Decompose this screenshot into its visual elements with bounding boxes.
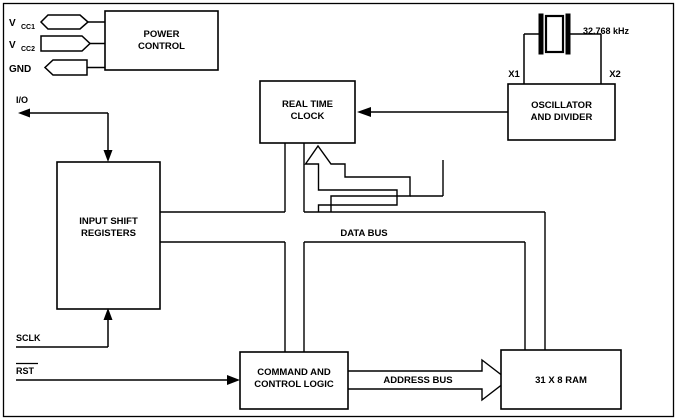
block-oscillator-and-divider xyxy=(507,83,616,141)
block-command-logic-label-1: COMMAND AND xyxy=(257,367,331,378)
pin-label-vcc2: V CC2 xyxy=(9,40,35,53)
block-rtc-label-2: CLOCK xyxy=(291,111,325,122)
pin-shape-vcc1 xyxy=(39,14,90,30)
block-input-shift-label-2: REGISTERS xyxy=(81,228,136,239)
svg-text:GND: GND xyxy=(9,64,31,75)
crystal-body xyxy=(544,14,565,54)
arrowhead-rst-in xyxy=(227,375,240,385)
pin-shape-vcc2 xyxy=(40,35,92,52)
block-power-control-label-2: CONTROL xyxy=(138,41,185,52)
block-ram-label: 31 X 8 RAM xyxy=(535,375,587,386)
arrowhead-sclk-in xyxy=(103,308,113,320)
block-oscillator-label-2: AND DIVIDER xyxy=(531,112,593,123)
block-power-control-label-1: POWER xyxy=(144,29,180,40)
svg-text:V: V xyxy=(9,18,16,29)
block-input-shift-label-1: INPUT SHIFT xyxy=(79,216,138,227)
arrowhead-io-out xyxy=(18,108,30,118)
crystal-terminal-label-x2: X2 xyxy=(609,69,621,80)
svg-text:CC2: CC2 xyxy=(21,46,35,53)
block-power-control xyxy=(104,10,219,71)
pin-label-gnd: GND xyxy=(9,64,31,75)
block-oscillator-label-1: OSCILLATOR xyxy=(531,100,592,111)
svg-text:CC1: CC1 xyxy=(21,24,35,31)
address-bus-label: ADDRESS BUS xyxy=(383,375,452,386)
block-real-time-clock xyxy=(259,80,356,144)
pin-label-vcc1: V CC1 xyxy=(9,18,35,31)
arrowhead-oscillator-to-rtc xyxy=(357,107,371,117)
signal-label-io: I/O xyxy=(16,95,28,105)
block-rtc-label-1: REAL TIME xyxy=(282,99,333,110)
signal-label-rst: RST xyxy=(16,366,35,376)
block-command-and-control-logic xyxy=(239,351,349,410)
data-bus-arrow-to-rtc xyxy=(304,144,411,212)
arrowhead-io-in xyxy=(103,150,113,162)
crystal-frequency-label: 32.768 kHz xyxy=(583,26,630,36)
svg-text:V: V xyxy=(9,40,16,51)
pin-shape-gnd xyxy=(43,59,88,76)
data-bus-label: DATA BUS xyxy=(340,228,387,239)
block-command-logic-label-2: CONTROL LOGIC xyxy=(254,379,334,390)
signal-label-sclk: SCLK xyxy=(16,333,41,343)
crystal-terminal-label-x1: X1 xyxy=(508,69,520,80)
block-input-shift-registers xyxy=(56,161,161,310)
block-ram xyxy=(500,349,622,410)
